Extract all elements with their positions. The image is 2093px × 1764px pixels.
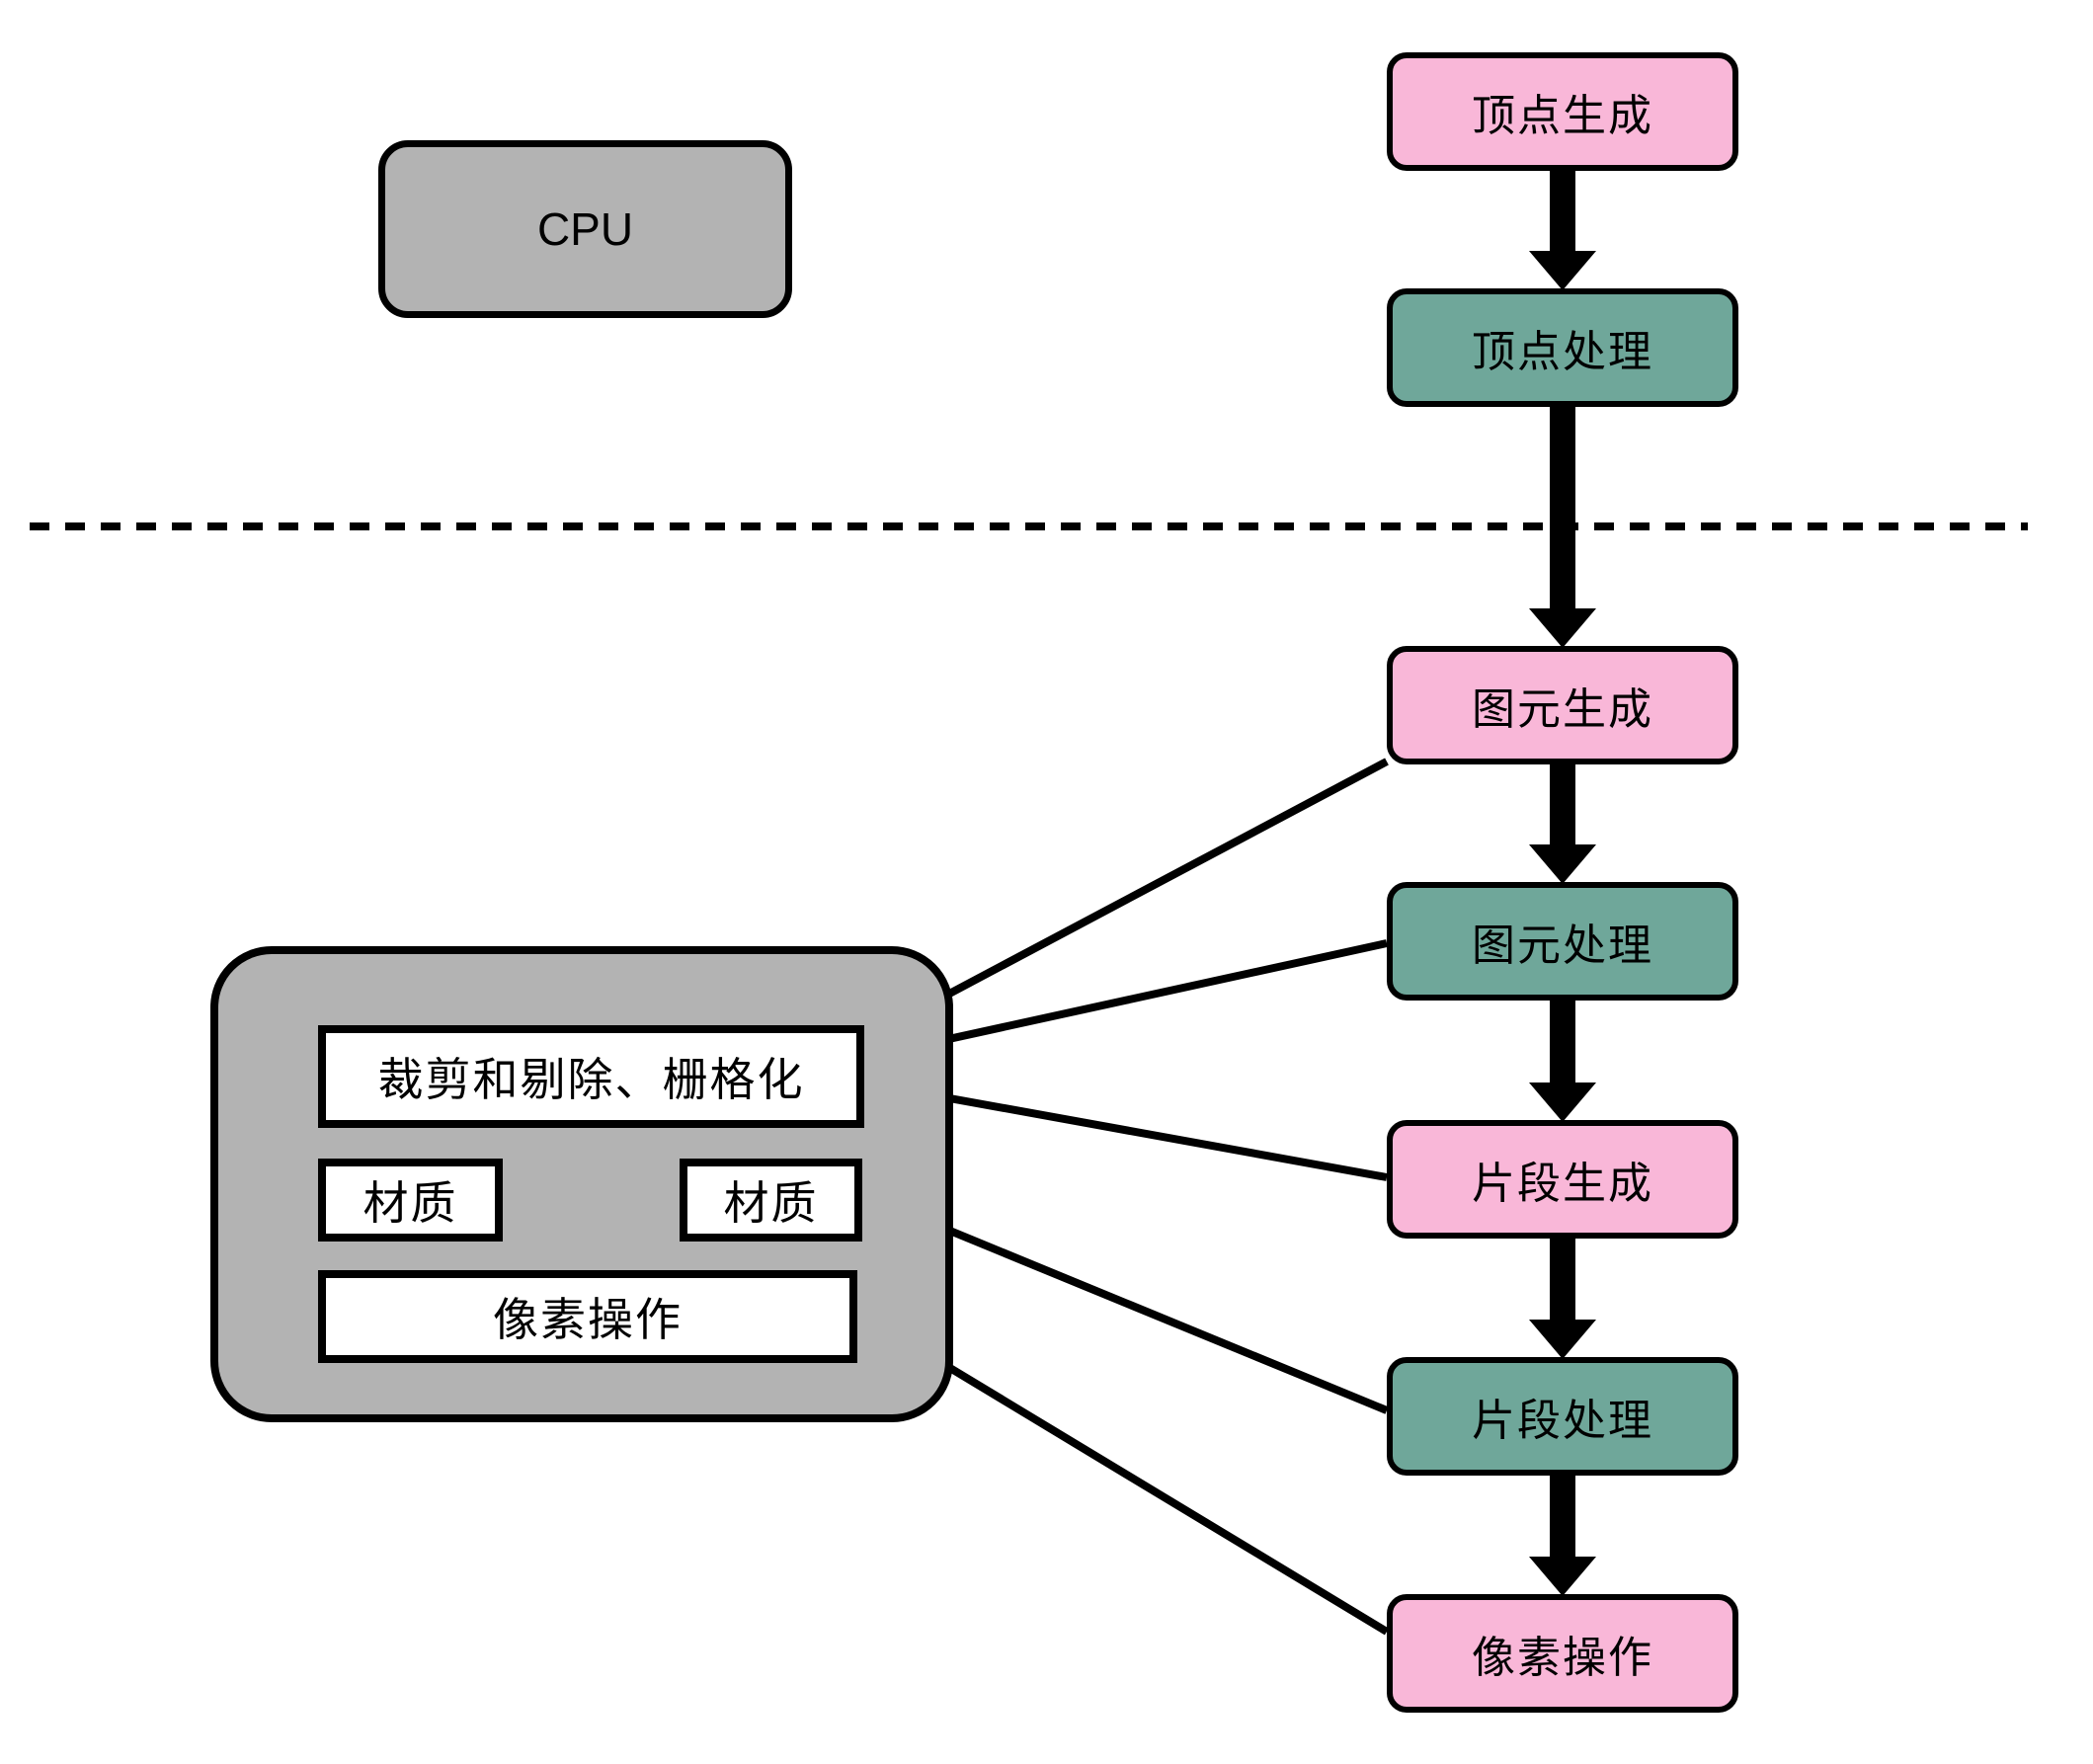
connector-fragment-processing-to-texture (866, 1193, 1389, 1414)
flow-arrow-5 (1529, 1239, 1596, 1359)
cpu-label: CPU (536, 203, 634, 255)
texture-box-right: 材质 (680, 1159, 862, 1242)
node-fragment-generation: 片段生成 (1387, 1120, 1738, 1239)
node-primitive-generation: 图元生成 (1387, 646, 1738, 764)
node-fragment-processing: 片段处理 (1387, 1357, 1738, 1476)
node-label: 像素操作 (1472, 1634, 1653, 1682)
clip-cull-rasterize-label: 裁剪和剔除、栅格化 (377, 1054, 805, 1105)
pixel-operations-label: 像素操作 (493, 1294, 683, 1345)
node-label: 片段处理 (1472, 1397, 1653, 1445)
node-primitive-processing: 图元处理 (1387, 882, 1738, 1001)
node-label: 顶点处理 (1472, 328, 1653, 376)
node-label: 图元处理 (1472, 922, 1653, 970)
node-label: 图元生成 (1472, 685, 1653, 734)
node-label: 顶点生成 (1472, 92, 1653, 140)
node-vertex-generation: 顶点生成 (1387, 52, 1738, 171)
cpu-node: CPU (378, 140, 792, 318)
clip-cull-rasterize-box: 裁剪和剔除、栅格化 (318, 1025, 864, 1128)
flow-arrow-2 (1529, 407, 1596, 648)
flow-arrow-1 (1529, 171, 1596, 290)
connector-fragment-generation-to-clip (872, 1076, 1388, 1181)
pixel-operations-box: 像素操作 (318, 1270, 857, 1363)
texture-box-left: 材质 (318, 1159, 503, 1242)
connector-primitive-generation-to-clip (871, 758, 1389, 1038)
pipeline-flow-arrows (1529, 171, 1596, 1596)
node-vertex-processing: 顶点处理 (1387, 288, 1738, 407)
texture-right-label: 材质 (723, 1177, 819, 1229)
node-label: 片段生成 (1472, 1160, 1653, 1208)
flow-arrow-6 (1529, 1476, 1596, 1596)
connector-primitive-processing-to-clip (866, 939, 1388, 1065)
flow-arrow-4 (1529, 1001, 1596, 1122)
flow-arrow-3 (1529, 764, 1596, 884)
node-pixel-operations: 像素操作 (1387, 1594, 1738, 1713)
texture-left-label: 材质 (362, 1177, 458, 1229)
